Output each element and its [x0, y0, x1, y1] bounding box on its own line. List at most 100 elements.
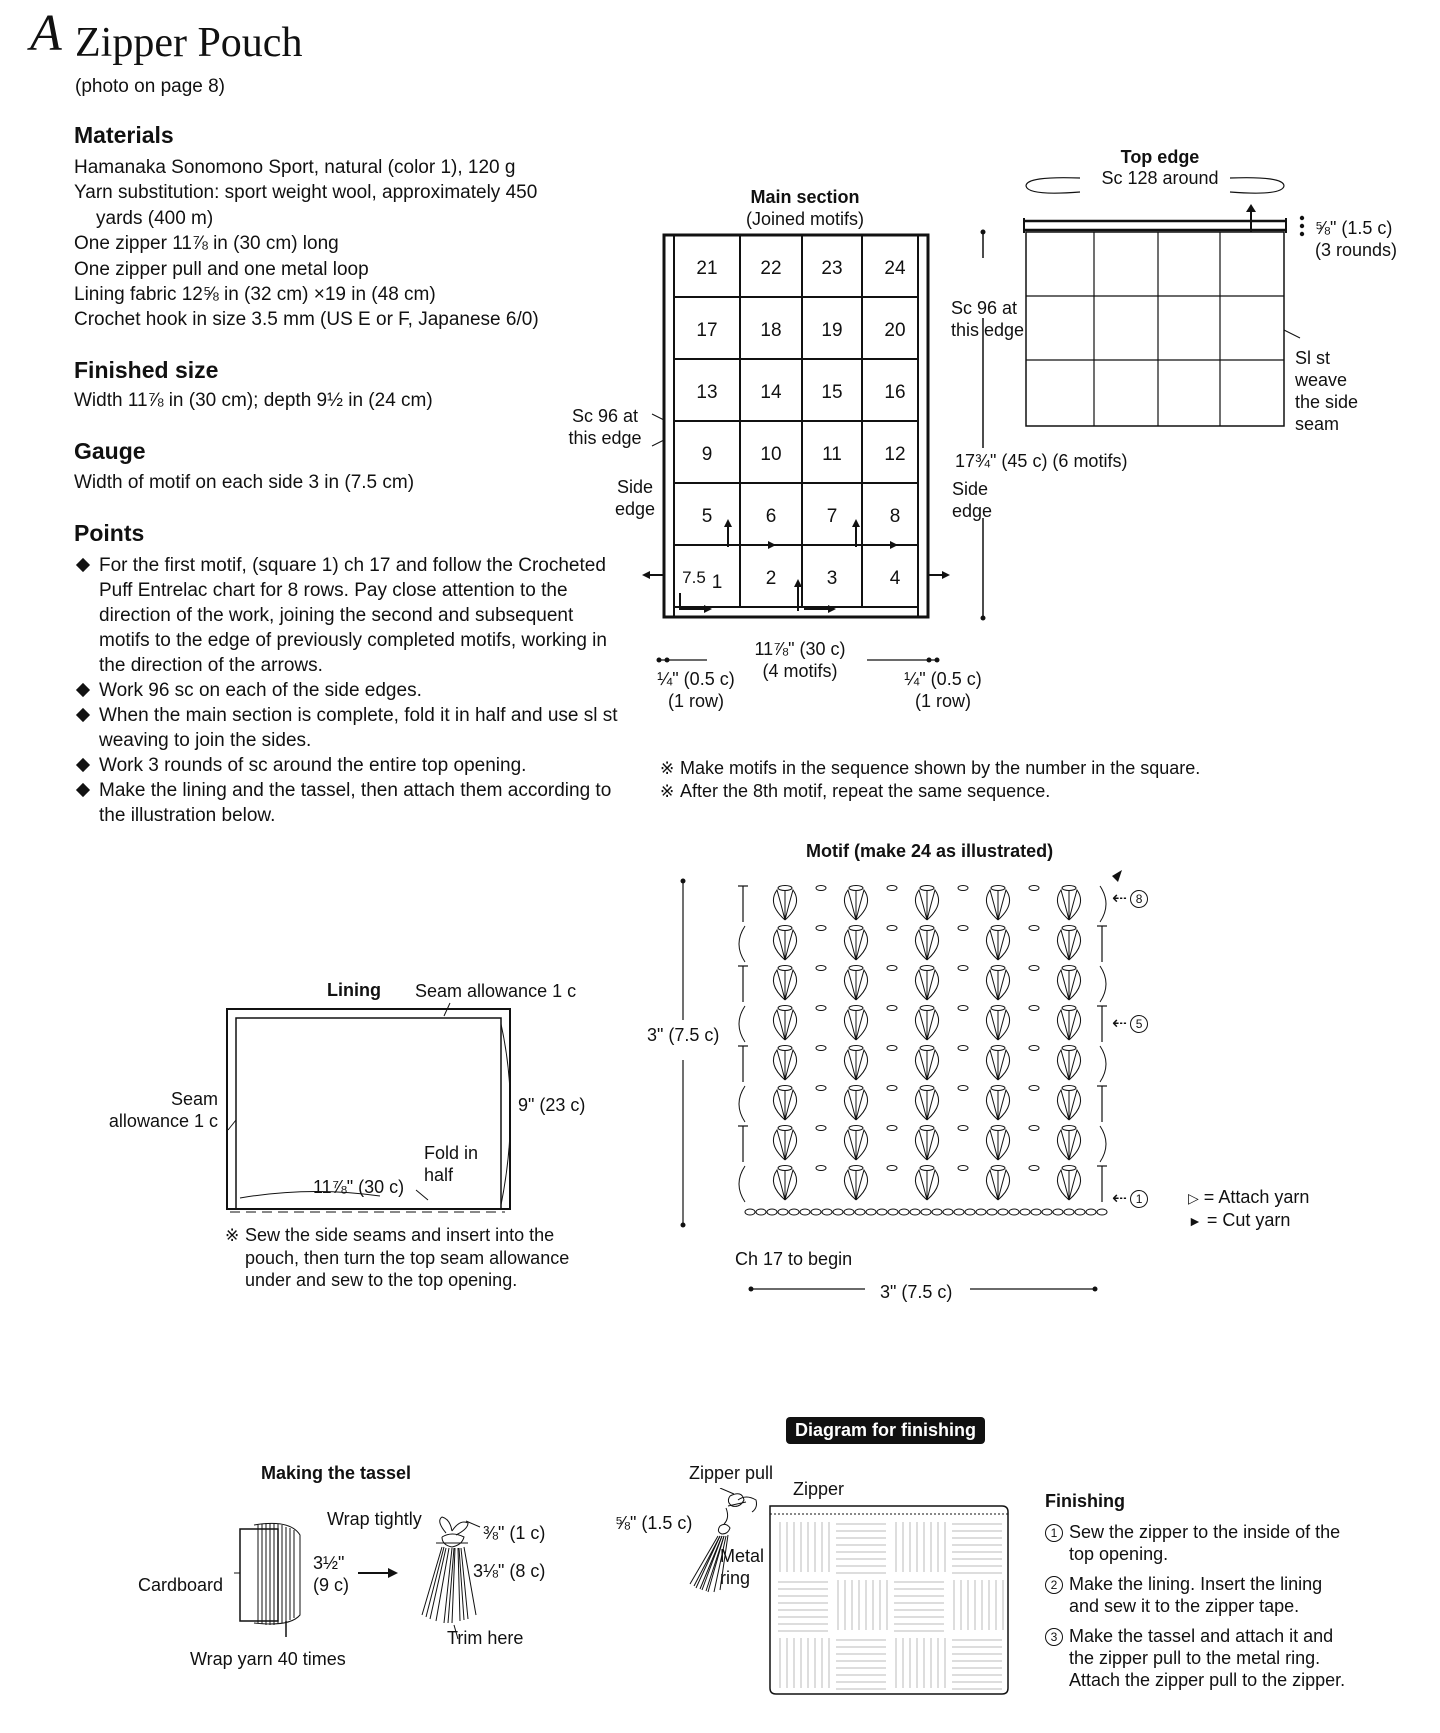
motif-chart	[738, 870, 1122, 1216]
motif-cell: 15	[821, 382, 842, 403]
motif-begin-label: Ch 17 to begin	[735, 1249, 853, 1269]
motif-cell: 5	[702, 506, 713, 527]
sequence-note-text: Make motifs in the sequence shown by the…	[680, 758, 1201, 778]
card-size-line: (9 c)	[313, 1575, 349, 1595]
materials-line: Crochet hook in size 3.5 mm (US E or F, …	[74, 309, 539, 331]
photo-reference: (photo on page 8)	[75, 76, 226, 97]
lining-fold-label: Fold in half	[424, 1142, 478, 1186]
tassel-wrapping-diagram	[234, 1516, 481, 1640]
zipper-label: Zipper	[793, 1479, 845, 1499]
materials-list: Hamanaka Sonomono Sport, natural (color …	[74, 155, 539, 333]
attach-yarn-icon: ▷	[1188, 1190, 1199, 1206]
right-row-line: (1 row)	[914, 691, 971, 711]
row-marker-num: 5	[1130, 1015, 1149, 1033]
direction-arrows	[642, 519, 950, 613]
card-size-line: 3½"	[313, 1553, 345, 1573]
side-seam-line: weave	[1295, 370, 1348, 390]
motif-cell: 3	[827, 568, 838, 589]
section-letter: A	[30, 5, 62, 62]
materials-line: Hamanaka Sonomono Sport, natural (color …	[74, 157, 516, 178]
row-marker-arrow-icon: ⇠	[1112, 1013, 1128, 1033]
wrap-count-label: Wrap yarn 40 times	[190, 1649, 346, 1669]
bottom-dimension-lines	[656, 657, 940, 663]
lining-seam-left-line: Seam	[170, 1089, 218, 1109]
row-marker-num: 1	[1130, 1190, 1149, 1208]
row-marker-arrow-icon: ⇠	[1112, 1188, 1128, 1208]
metal-ring-line: Metal	[720, 1546, 765, 1566]
card-size-label: 3½" (9 c)	[313, 1552, 349, 1596]
point-item: Work 3 rounds of sc around the entire to…	[74, 753, 619, 778]
finishing-diagram-banner: Diagram for finishing	[786, 1417, 986, 1444]
step-text: Make the tassel and attach it and	[1069, 1626, 1334, 1646]
finished-size-text: Width 11⅞ in (30 cm); depth 9½ in (24 cm…	[74, 390, 433, 411]
right-row-label: ¼" (0.5 c) (1 row)	[895, 668, 991, 712]
step-number: 1	[1045, 1524, 1063, 1542]
main-width-label: 11⅞" (30 c) (4 motifs)	[730, 638, 870, 682]
side-seam-line: Sl st	[1295, 348, 1331, 368]
rounds-label-line: ⅝" (1.5 c)	[1315, 218, 1393, 238]
gauge-text: Width of motif on each side 3 in (7.5 cm…	[74, 472, 415, 493]
main-section-title: Main section	[750, 187, 860, 207]
motif-cell: 9	[702, 444, 713, 465]
point-item: When the main section is complete, fold …	[74, 703, 619, 753]
finishing-heading: Finishing	[1045, 1491, 1125, 1511]
note-mark-icon: ※	[660, 782, 675, 801]
legend-text: = Attach yarn	[1203, 1187, 1310, 1207]
motif-cell: 11	[822, 444, 842, 465]
trim-here-label: Trim here	[447, 1628, 524, 1648]
motif-width-dimension	[748, 1286, 1098, 1292]
wrap-tightly-label: Wrap tightly	[327, 1509, 422, 1529]
right-side-edge-line: Side	[952, 479, 989, 499]
row-marker-arrow-icon: ⇠	[1112, 888, 1128, 908]
motif-cell: 12	[884, 444, 905, 465]
main-section-subtitle: (Joined motifs)	[745, 209, 865, 229]
motif-cell: 2	[766, 568, 777, 589]
motif-title: Motif (make 24 as illustrated)	[806, 841, 1054, 861]
materials-line: Yarn substitution: sport weight wool, ap…	[74, 182, 538, 204]
motif-cell: 20	[884, 320, 905, 341]
finished-size-heading: Finished size	[74, 357, 219, 383]
right-height-dimension	[980, 229, 986, 621]
lining-title: Lining	[327, 980, 381, 1000]
page-title: Zipper Pouch	[75, 20, 303, 66]
motif-cell: 7	[827, 506, 838, 527]
lining-height-label: 9" (23 c)	[518, 1095, 586, 1115]
motif-height-label: 3" (7.5 c)	[647, 1025, 720, 1045]
step-text: Make the lining. Insert the lining	[1069, 1574, 1323, 1594]
step-text: the zipper pull to the metal ring.	[1069, 1648, 1321, 1668]
lining-note: ※Sew the side seams and insert into the …	[225, 1224, 569, 1291]
lining-seam-left-line: allowance 1 c	[108, 1111, 218, 1131]
step-text: and sew it to the zipper tape.	[1069, 1596, 1300, 1616]
tassel-top-size: ⅜" (1 c)	[483, 1523, 546, 1543]
row-marker-num: 8	[1130, 890, 1149, 908]
sequence-notes: ※ Make motifs in the sequence shown by th…	[660, 757, 1200, 803]
left-sc-leader	[651, 413, 665, 447]
lining-note-line: pouch, then turn the top seam allowance	[245, 1248, 570, 1268]
metal-ring-line: ring	[720, 1568, 751, 1588]
cardboard-label: Cardboard	[138, 1575, 224, 1595]
materials-heading: Materials	[74, 122, 174, 148]
lining-fold-line: Fold in	[424, 1143, 479, 1163]
motif-cell: 18	[760, 320, 781, 341]
main-width-line: (4 motifs)	[762, 661, 838, 681]
side-seam-line: seam	[1295, 414, 1340, 434]
motif-cell: 1	[712, 572, 723, 593]
lining-width-label: 11⅞" (30 c)	[313, 1177, 405, 1197]
legend-cut-yarn: ► = Cut yarn	[1188, 1209, 1309, 1232]
main-width-line: 11⅞" (30 c)	[754, 639, 846, 659]
note-mark-icon: ※	[225, 1226, 240, 1245]
motif-width-label: 3" (7.5 c)	[880, 1282, 953, 1302]
materials-line: Lining fabric 12⅝ in (32 cm) ×19 in (48 …	[74, 284, 436, 306]
point-item: Work 96 sc on each of the side edges.	[74, 678, 619, 703]
left-sc-label: Sc 96 at this edge	[560, 405, 650, 449]
right-side-edge-label: Side edge	[952, 478, 992, 522]
right-sc-label: Sc 96 at this edge	[951, 297, 1024, 341]
lining-seam-left-label: Seam allowance 1 c	[100, 1088, 218, 1132]
lining-note-text: Sew the side seams and insert into the	[245, 1225, 555, 1245]
motif-cell: 10	[760, 444, 781, 465]
top-edge-subtitle: Sc 128 around	[1101, 168, 1219, 188]
lining-diagram	[226, 1002, 511, 1213]
